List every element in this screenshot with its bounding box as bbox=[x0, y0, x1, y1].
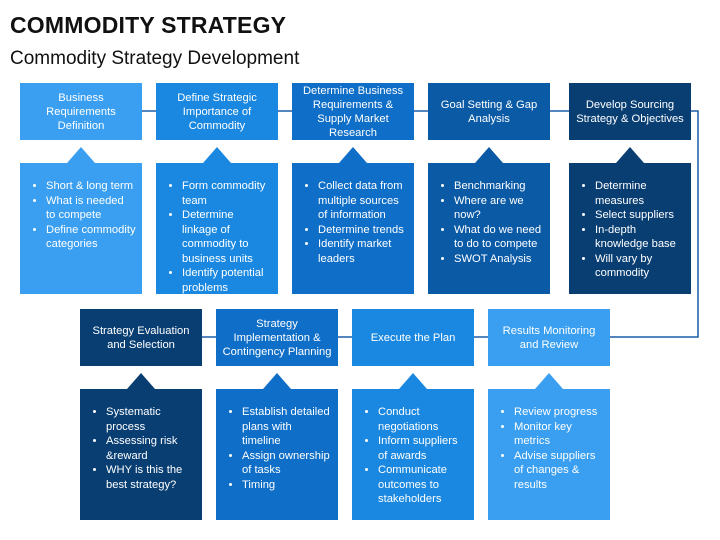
step-6-bullet: Advise suppliers of changes & results bbox=[514, 449, 604, 493]
step-1-title: Business Requirements Definition bbox=[46, 91, 116, 132]
step-8-bullet: Timing bbox=[242, 478, 332, 493]
step-7-header: Execute the Plan bbox=[352, 309, 474, 366]
step-6-header: Results Monitoring and Review bbox=[488, 309, 610, 366]
page-subtitle: Commodity Strategy Development bbox=[10, 48, 300, 69]
step-6-bullet: Monitor key metrics bbox=[514, 420, 604, 449]
step-8-notch bbox=[263, 373, 291, 389]
step-4-bullet: SWOT Analysis bbox=[454, 252, 544, 267]
step-1-bullet: Define commodity categories bbox=[46, 223, 136, 252]
step-1-bullet: Short & long term bbox=[46, 179, 136, 194]
step-8-header: Strategy Implementation & Contingency Pl… bbox=[216, 309, 338, 366]
step-7-bullet: Conduct negotiations bbox=[378, 405, 468, 434]
step-8-details: Establish detailed plans with timeline A… bbox=[216, 389, 338, 520]
step-7-bullet: Inform suppliers of awards bbox=[378, 434, 468, 463]
step-5-title: Develop Sourcing Strategy & Objectives bbox=[576, 98, 684, 125]
step-7-title: Execute the Plan bbox=[370, 331, 456, 344]
step-6-title: Results Monitoring and Review bbox=[502, 324, 596, 351]
step-3-header: Determine Business Requirements & Supply… bbox=[292, 83, 414, 140]
step-8-bullet: Assign ownership of tasks bbox=[242, 449, 332, 478]
step-3-bullet: Identify market leaders bbox=[318, 237, 408, 266]
step-5-bullet: Select suppliers bbox=[595, 208, 685, 223]
step-4-notch bbox=[475, 147, 503, 163]
step-1-details: Short & long term What is needed to comp… bbox=[20, 163, 142, 294]
step-7-bullet: Communicate outcomes to stakeholders bbox=[378, 463, 468, 507]
step-2-bullet: Form commodity team bbox=[182, 179, 272, 208]
step-1-header: Business Requirements Definition bbox=[20, 83, 142, 140]
step-9-header: Strategy Evaluation and Selection bbox=[80, 309, 202, 366]
step-2-notch bbox=[203, 147, 231, 163]
step-3-bullet: Determine trends bbox=[318, 223, 408, 238]
step-2-bullet: Determine linkage of commodity to busine… bbox=[182, 208, 272, 266]
step-9-details: Systematic process Assessing risk &rewar… bbox=[80, 389, 202, 520]
step-1-bullet: What is needed to compete bbox=[46, 194, 136, 223]
step-7-notch bbox=[399, 373, 427, 389]
step-3-bullet: Collect data from multiple sources of in… bbox=[318, 179, 408, 223]
step-5-header: Develop Sourcing Strategy & Objectives bbox=[569, 83, 691, 140]
step-9-bullet: Systematic process bbox=[106, 405, 196, 434]
step-6-bullet: Review progress bbox=[514, 405, 604, 420]
step-5-bullet: In-depth knowledge base bbox=[595, 223, 685, 252]
page-title: COMMODITY STRATEGY bbox=[10, 12, 287, 38]
step-5-details: Determine measures Select suppliers In-d… bbox=[569, 163, 691, 294]
step-2-bullet: Identify potential problems bbox=[182, 266, 272, 295]
step-2-details: Form commodity team Determine linkage of… bbox=[156, 163, 278, 294]
step-7-details: Conduct negotiations Inform suppliers of… bbox=[352, 389, 474, 520]
step-5-bullet: Will vary by commodity bbox=[595, 252, 685, 281]
step-9-title: Strategy Evaluation and Selection bbox=[92, 324, 190, 351]
step-9-notch bbox=[127, 373, 155, 389]
step-9-bullet: Assessing risk &reward bbox=[106, 434, 196, 463]
step-8-bullet: Establish detailed plans with timeline bbox=[242, 405, 332, 449]
step-4-header: Goal Setting & Gap Analysis bbox=[428, 83, 550, 140]
step-1-notch bbox=[67, 147, 95, 163]
step-4-bullet: Where are we now? bbox=[454, 194, 544, 223]
step-3-details: Collect data from multiple sources of in… bbox=[292, 163, 414, 294]
step-4-details: Benchmarking Where are we now? What do w… bbox=[428, 163, 550, 294]
step-5-bullet: Determine measures bbox=[595, 179, 685, 208]
step-8-title: Strategy Implementation & Contingency Pl… bbox=[222, 317, 332, 358]
step-3-notch bbox=[339, 147, 367, 163]
step-4-bullet: What do we need to do to compete bbox=[454, 223, 544, 252]
step-4-bullet: Benchmarking bbox=[454, 179, 544, 194]
step-3-title: Determine Business Requirements & Supply… bbox=[302, 84, 404, 139]
step-6-notch bbox=[535, 373, 563, 389]
step-4-title: Goal Setting & Gap Analysis bbox=[440, 98, 538, 125]
step-2-header: Define Strategic Importance of Commodity bbox=[156, 83, 278, 140]
step-2-title: Define Strategic Importance of Commodity bbox=[177, 91, 257, 132]
step-6-details: Review progress Monitor key metrics Advi… bbox=[488, 389, 610, 520]
step-5-notch bbox=[616, 147, 644, 163]
step-9-bullet: WHY is this the best strategy? bbox=[106, 463, 196, 492]
